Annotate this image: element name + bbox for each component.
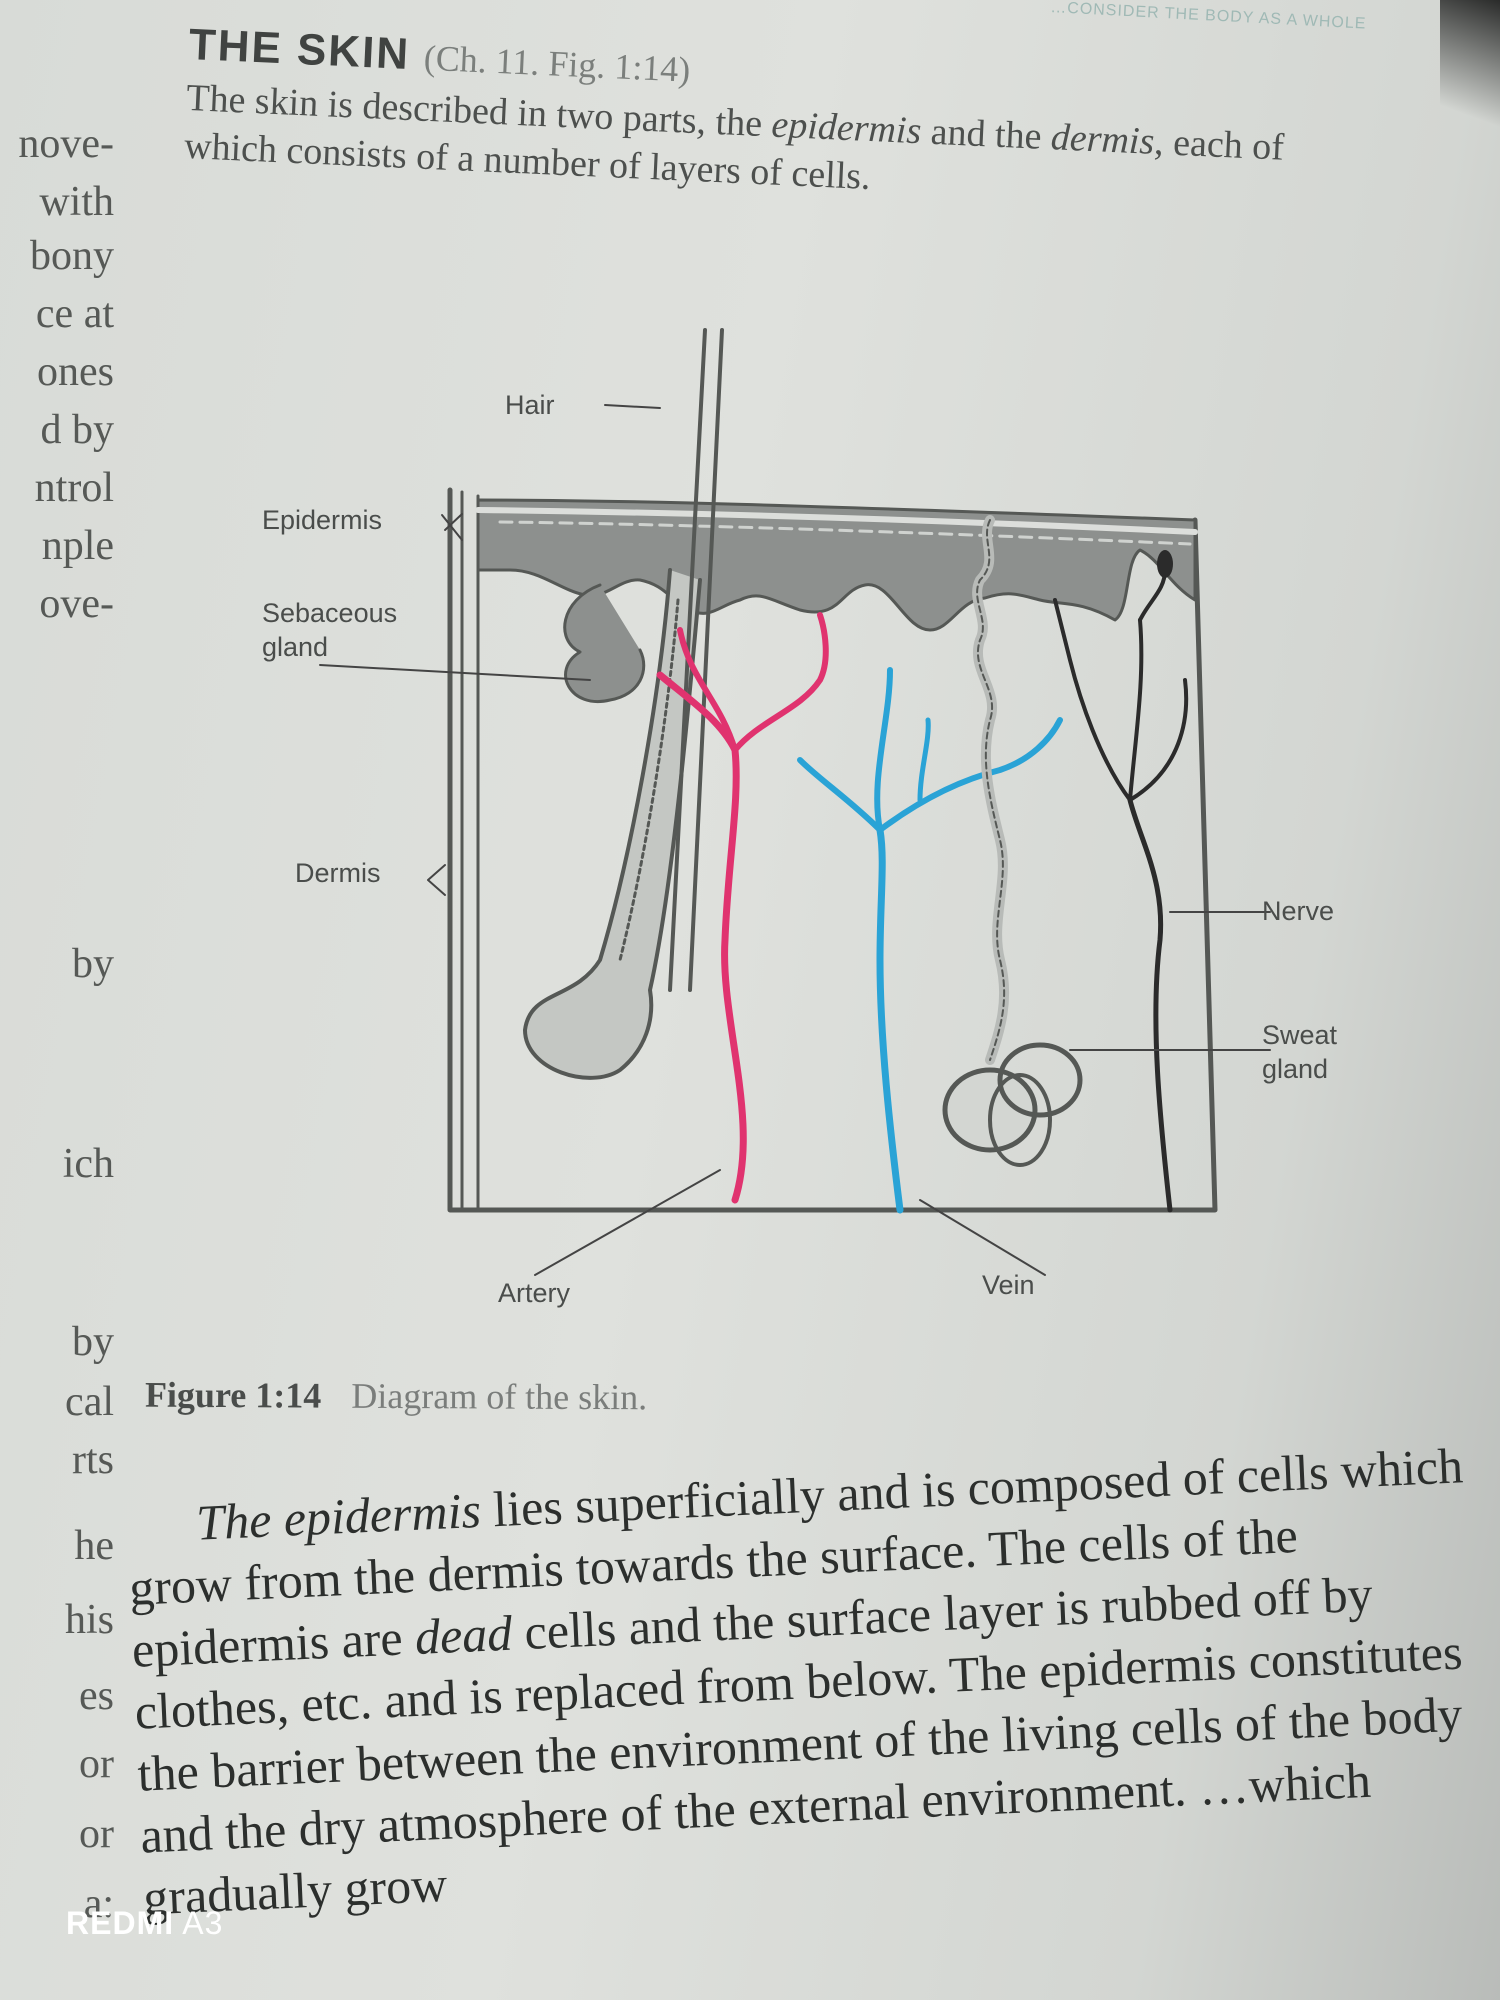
leader-line-epidermis: [444, 513, 463, 531]
label-sweat-gland-line2: gland: [1262, 1054, 1329, 1084]
label-sweat-gland-line1: Sweat: [1262, 1020, 1338, 1050]
intro-term-dermis: dermis: [1050, 116, 1156, 163]
margin-word: or: [79, 1741, 114, 1787]
margin-word: or: [79, 1811, 114, 1857]
label-nerve: Nerve: [1262, 896, 1335, 926]
dermis-bracket: [427, 864, 446, 896]
left-margin-cutoff-text: nove- with bony ce at ones d by ntrol np…: [0, 0, 120, 2000]
vein: [876, 826, 904, 1214]
paragraph-epidermis: The epidermis lies superficially and is …: [125, 1433, 1500, 1928]
margin-word: by: [72, 1319, 114, 1365]
camera-watermark: REDMI A3: [66, 1905, 223, 1942]
artery: [656, 671, 747, 1204]
margin-word: ich: [62, 1141, 114, 1187]
vein-branch: [874, 667, 893, 833]
label-epidermis: Epidermis: [262, 505, 383, 535]
leader-line-vein: [919, 1199, 1046, 1276]
skin-diagram-drawing: [319, 328, 1271, 1276]
nerve-branch: [1138, 568, 1167, 622]
label-sebaceous-gland-line2: gland: [262, 632, 329, 662]
figure-caption-text: Diagram of the skin.: [351, 1375, 648, 1418]
margin-word: ove-: [39, 581, 114, 627]
label-vein: Vein: [982, 1270, 1035, 1300]
section-reference: (Ch. 11. Fig. 1:14): [422, 37, 692, 90]
running-head: …CONSIDER THE BODY AS A WHOLE: [1049, 0, 1367, 33]
margin-word: rts: [72, 1437, 114, 1483]
watermark-model: A3: [182, 1905, 224, 1941]
sweat-gland-coil: [997, 1042, 1083, 1118]
section-header: THE SKIN(Ch. 11. Fig. 1:14) The skin is …: [183, 20, 1409, 225]
vein-branch: [877, 717, 1063, 833]
hair-follicle-sheath: [618, 598, 680, 962]
nerve-ending: [1157, 550, 1173, 578]
paragraph-emphasis: dead: [413, 1604, 514, 1665]
nerve-branch: [1128, 678, 1189, 802]
hair-shaft: [688, 328, 724, 992]
label-dermis: Dermis: [295, 858, 381, 888]
diagram-frame: [447, 487, 1218, 1213]
artery-branch: [677, 627, 738, 753]
leader-line-hair: [604, 404, 661, 409]
section-title: THE SKIN: [187, 20, 412, 79]
margin-word: with: [39, 179, 114, 225]
margin-word: nove-: [18, 121, 114, 167]
label-sebaceous-gland-line1: Sebaceous: [262, 598, 398, 628]
margin-word: d by: [40, 407, 115, 453]
hair-follicle: [523, 568, 702, 1080]
body-paragraph: The epidermis lies superficially and is …: [125, 1433, 1500, 1928]
intro-term-epidermis: epidermis: [770, 103, 923, 153]
watermark-brand: REDMI: [66, 1905, 175, 1941]
leader-line-sebaceous: [319, 664, 591, 681]
intro-text: and the: [920, 110, 1052, 159]
epidermis-surface-cells: [475, 507, 1198, 535]
margin-word: bony: [30, 233, 114, 279]
margin-word: nple: [41, 523, 114, 569]
label-artery: Artery: [498, 1278, 571, 1308]
margin-word: ones: [37, 349, 114, 395]
margin-word: ntrol: [34, 465, 114, 511]
epidermis-layer: [476, 498, 1197, 632]
leader-line-artery: [534, 1169, 721, 1276]
margin-word: es: [79, 1673, 114, 1719]
nerve-branch: [1053, 598, 1132, 802]
sweat-duct: [972, 515, 1010, 1065]
page-shadow: [1440, 0, 1500, 160]
sweat-duct-outline: [976, 519, 1006, 1061]
epidermis-surface-cells: [498, 520, 1192, 546]
artery-branch: [732, 612, 829, 753]
margin-word: his: [64, 1597, 114, 1643]
figure-number: Figure 1:14: [144, 1374, 322, 1416]
sebaceous-gland-shape: [563, 583, 646, 704]
paragraph-lead-term: The epidermis: [195, 1481, 483, 1551]
margin-word: by: [72, 941, 114, 987]
vein-branch: [917, 717, 931, 803]
label-hair: Hair: [505, 390, 555, 420]
skin-diagram: Hair Epidermis Sebaceous gland Dermis Ne…: [200, 300, 1400, 1320]
margin-word: he: [74, 1523, 114, 1569]
nerve: [1127, 797, 1173, 1213]
figure-caption: Figure 1:14 Diagram of the skin.: [145, 1374, 647, 1419]
leader-line-epidermis: [441, 514, 463, 541]
margin-word: ce at: [35, 291, 114, 337]
nerve-branch: [1128, 618, 1144, 802]
vein-branch: [797, 757, 883, 833]
margin-word: a:: [83, 1881, 114, 1927]
sweat-gland-coil: [988, 1073, 1052, 1167]
margin-word: cal: [65, 1379, 114, 1425]
